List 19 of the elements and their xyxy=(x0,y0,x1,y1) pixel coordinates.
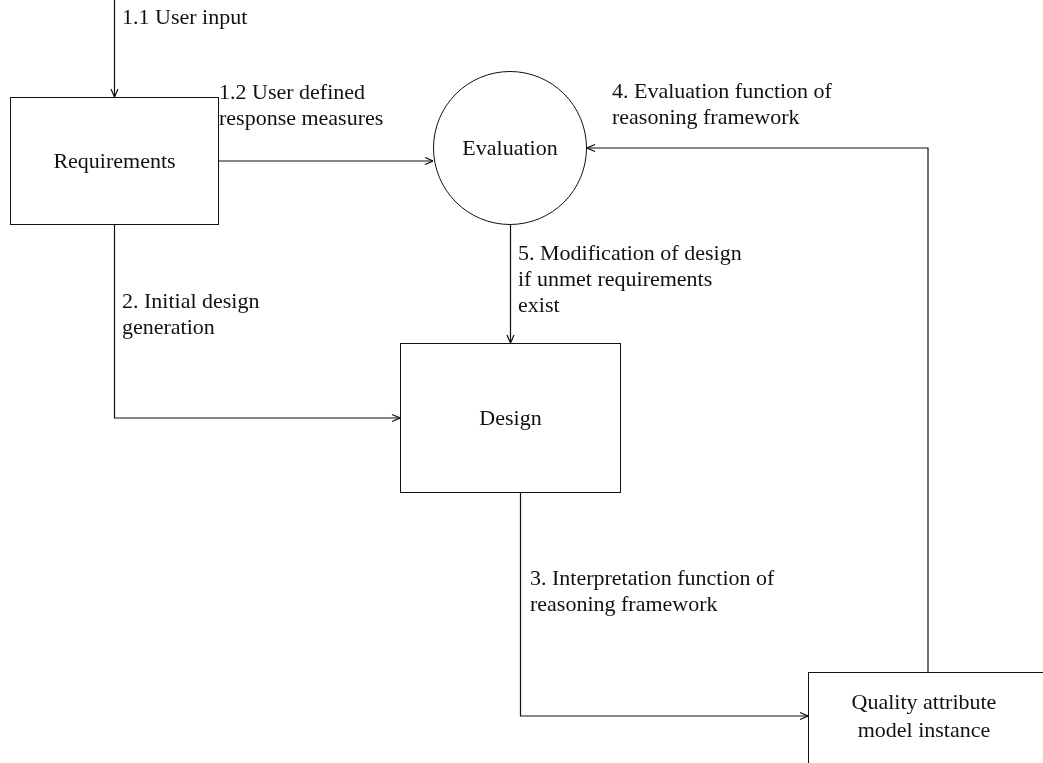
edge-label: 5. Modification of design if unmet requirements exist xyxy=(518,240,743,318)
edge-label: 1.1 User input xyxy=(122,4,249,30)
arrow xyxy=(586,143,929,673)
node-label: Design xyxy=(479,404,542,432)
process-box xyxy=(400,343,621,493)
edge-label: 2. Initial design generation xyxy=(122,288,261,340)
node-label: Requirements xyxy=(53,147,176,175)
arrow xyxy=(519,492,809,721)
arrow xyxy=(506,224,515,344)
node-label: Quality attribute model instance xyxy=(850,688,998,744)
node-label: Evaluation xyxy=(462,134,558,162)
arrow xyxy=(218,156,434,166)
edge-label: 4. Evaluation function of reasoning framework xyxy=(612,78,833,130)
edge-label: 3. Interpretation function of reasoning framework xyxy=(530,565,776,617)
arrow xyxy=(110,0,119,98)
process-box xyxy=(10,97,219,225)
arrow xyxy=(113,224,401,423)
edge-label: 1.2 User defined response measures xyxy=(219,79,385,131)
process-box xyxy=(808,672,1043,763)
